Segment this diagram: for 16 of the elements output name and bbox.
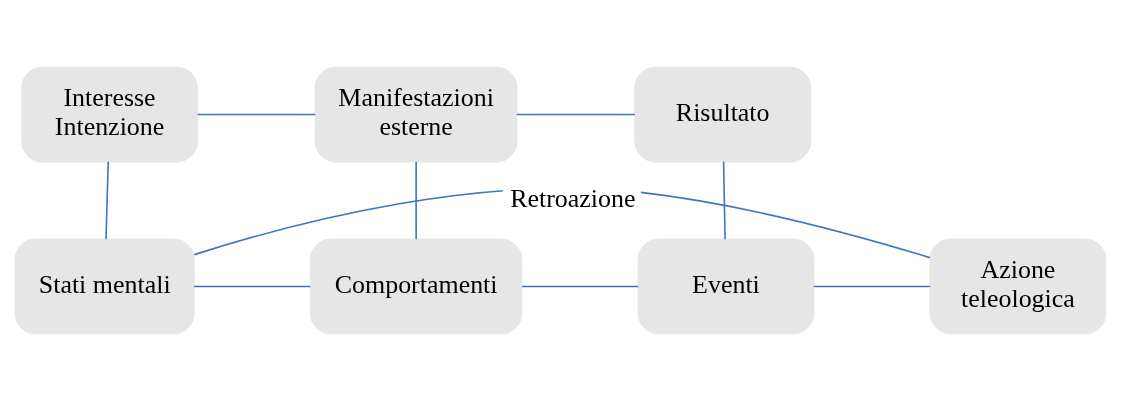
connector <box>515 113 636 115</box>
connector <box>521 285 640 287</box>
connector <box>415 160 417 240</box>
node-box: Comportamenti <box>309 238 523 334</box>
edge-label: Retroazione <box>510 183 636 213</box>
node-box: Interesse Intenzione <box>21 66 198 162</box>
connector <box>812 285 931 287</box>
connector <box>722 160 726 240</box>
node-box: Azione teleologica <box>929 238 1107 334</box>
connector <box>193 285 312 287</box>
node-box: Manifestazioni esterne <box>314 66 518 162</box>
node-box: Risultato <box>634 66 812 162</box>
node-box: Stati mentali <box>14 238 195 334</box>
connector <box>196 113 317 115</box>
connector <box>105 160 110 240</box>
node-box: Eventi <box>637 238 815 334</box>
